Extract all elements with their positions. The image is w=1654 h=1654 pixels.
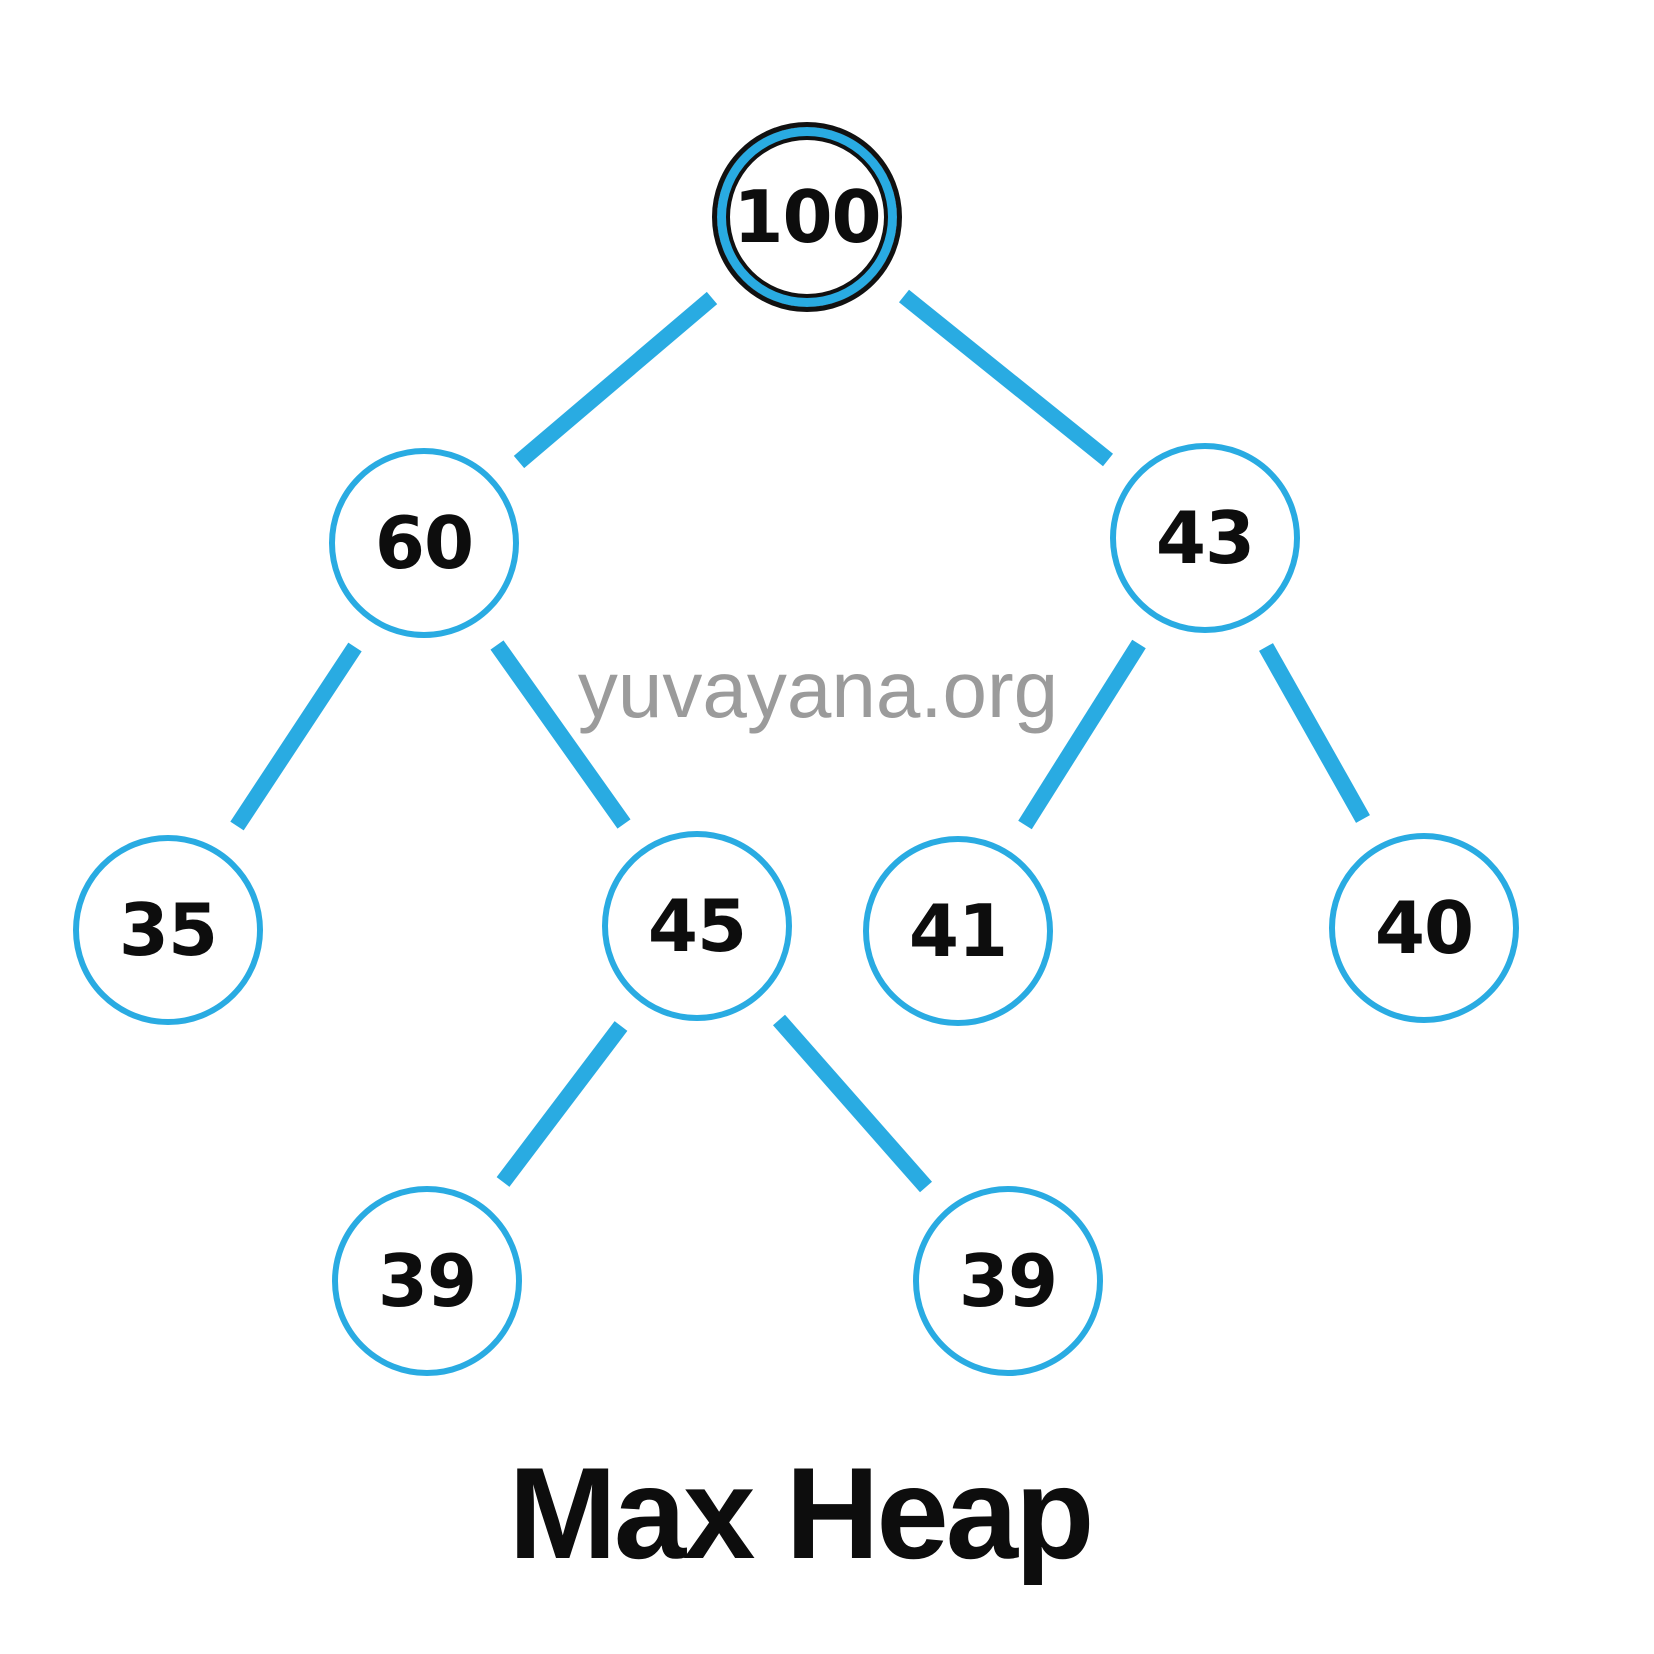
tree-node-35: 35 — [73, 835, 263, 1025]
edge-60-35 — [230, 642, 362, 831]
edge-60-45 — [490, 640, 631, 829]
edge-100-43 — [898, 289, 1114, 467]
tree-node-60: 60 — [329, 448, 519, 638]
tree-node-43: 43 — [1110, 443, 1300, 633]
edge-43-41 — [1018, 639, 1146, 830]
tree-node-39-left: 39 — [332, 1186, 522, 1376]
diagram-title: Max Heap — [508, 1440, 1095, 1586]
tree-node-45: 45 — [602, 831, 792, 1021]
edge-100-60 — [513, 291, 718, 469]
tree-node-39-right: 39 — [913, 1186, 1103, 1376]
edge-45-39b — [772, 1014, 933, 1193]
tree-node-root-100: 100 — [712, 122, 902, 312]
tree-node-40: 40 — [1329, 833, 1519, 1023]
watermark-text: yuvayana.org — [577, 645, 1059, 734]
tree-node-41: 41 — [863, 836, 1053, 1026]
edge-45-39a — [496, 1021, 628, 1187]
edge-43-40 — [1259, 643, 1370, 823]
